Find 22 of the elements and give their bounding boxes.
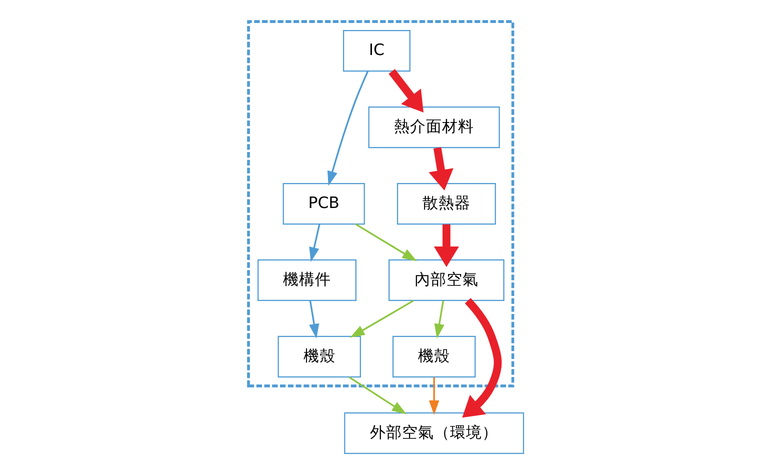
node-box: 機殼 (278, 336, 361, 378)
arrow (428, 377, 440, 415)
arrow (434, 224, 459, 268)
arrow (355, 223, 417, 262)
node-box: 熱介面材料 (368, 106, 500, 148)
node-box: 散熱器 (396, 182, 496, 225)
arrow (348, 376, 407, 414)
node-box: 機構件 (258, 259, 356, 302)
cluster (247, 20, 514, 388)
node-box: 內部空氣 (388, 259, 504, 302)
arrow (434, 300, 444, 338)
node-box: PCB (282, 182, 365, 225)
node-box: IC (342, 30, 410, 72)
arrow (350, 300, 414, 338)
node-box: 外部空氣（環境） (344, 412, 524, 454)
node-box: 機殼 (392, 336, 476, 378)
arrow (327, 70, 369, 186)
arrow (462, 298, 502, 418)
arrow (388, 69, 424, 112)
arrow (309, 224, 320, 262)
arrow (428, 147, 454, 190)
arrow (309, 300, 320, 338)
